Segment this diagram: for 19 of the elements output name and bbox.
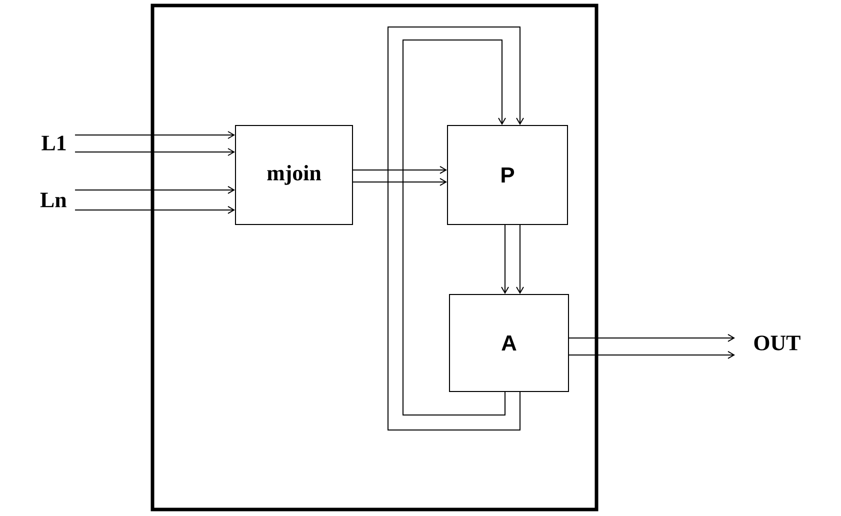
input-label: Ln [40, 192, 66, 208]
process-box: mjoin [235, 125, 353, 225]
process-box: P [447, 125, 568, 225]
arrow [74, 148, 235, 156]
arrow [352, 178, 447, 186]
outer-box [150, 4, 598, 512]
arrow [74, 206, 235, 214]
arrow [74, 131, 235, 139]
arrow [388, 26, 524, 430]
arrow [516, 224, 524, 294]
process-box: A [449, 294, 569, 392]
input-label: L1 [42, 136, 66, 150]
arrow [568, 351, 735, 359]
arrow [74, 186, 235, 194]
arrow [501, 224, 509, 294]
arrow [352, 166, 447, 174]
arrow [402, 40, 506, 416]
output-label: OUT [754, 336, 800, 350]
arrow [568, 334, 735, 342]
